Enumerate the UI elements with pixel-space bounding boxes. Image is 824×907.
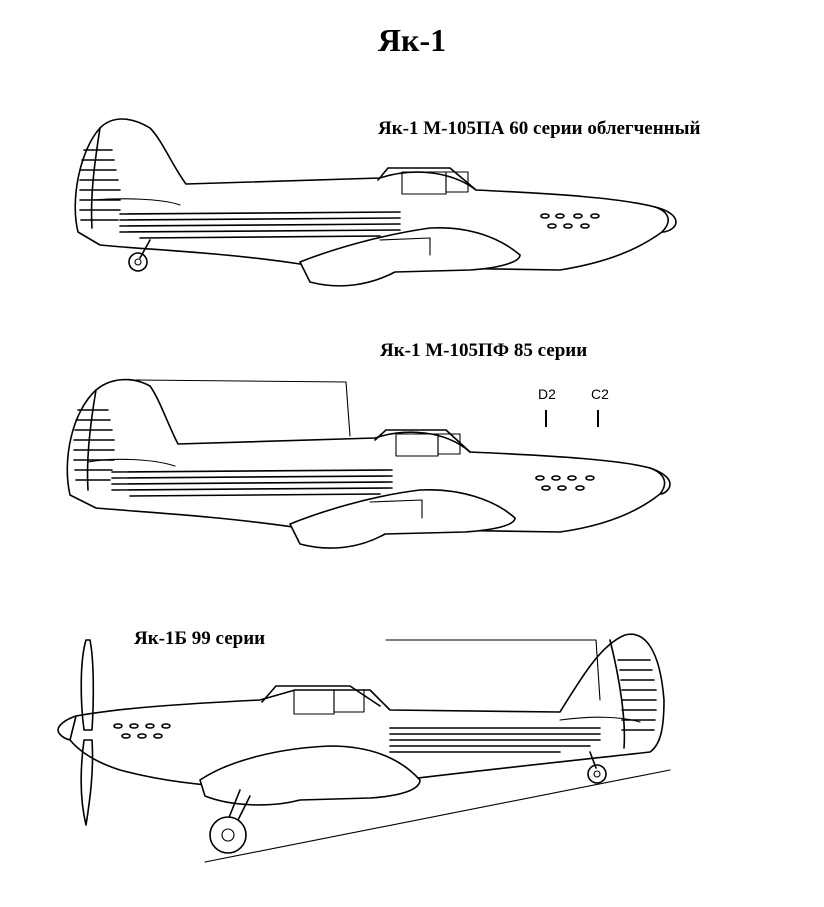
wing-top [385,639,601,701]
rudder-ribs [617,659,657,731]
caption-yak1-m105pa: Як-1 М-105ПА 60 серии облегченный [378,118,701,139]
propeller-blade-upper [80,639,95,731]
tail-fin [609,639,626,749]
spinner [57,715,77,741]
main-wheel [209,816,247,854]
tail-fin [90,127,101,229]
radiator [369,499,423,519]
canopy-frame-2 [333,689,365,713]
station-marker-c2: C2 [591,386,609,402]
canopy-frame-2 [445,171,469,193]
canopy-frame-2 [437,433,461,455]
stabilizer [87,458,176,467]
ground-line [204,769,671,863]
rudder-ribs [73,409,115,481]
spinner [654,206,677,233]
page-title: Як-1 [377,22,447,58]
tail-wheel [587,764,607,784]
canopy [377,167,477,191]
canopy-frame-1 [293,689,335,715]
radiator [379,237,431,256]
caption-yak1b: Як-1Б 99 серии [134,628,266,649]
station-tick-d2 [545,410,547,427]
tail-wheel-strut [139,239,151,259]
station-tick-c2 [597,410,599,427]
exhaust-ports [540,213,600,229]
tail-wheel [128,252,148,272]
canopy [261,685,381,707]
propeller-blade-lower [80,739,94,826]
canopy [374,429,471,453]
wing [199,745,421,806]
fuselage-stringers [119,211,401,239]
stabilizer [559,716,641,723]
caption-yak1-m105pf: Як-1 М-105ПФ 85 серии [380,340,588,361]
wing-top [135,379,351,437]
exhaust-ports [113,723,171,739]
station-marker-d2: D2 [538,386,556,402]
fuselage-stringers [111,469,393,497]
wing [289,488,516,549]
stabilizer [91,198,181,206]
spinner [649,467,671,495]
fuselage-stringers [389,727,601,753]
wing [299,227,521,287]
exhaust-ports [535,475,595,491]
